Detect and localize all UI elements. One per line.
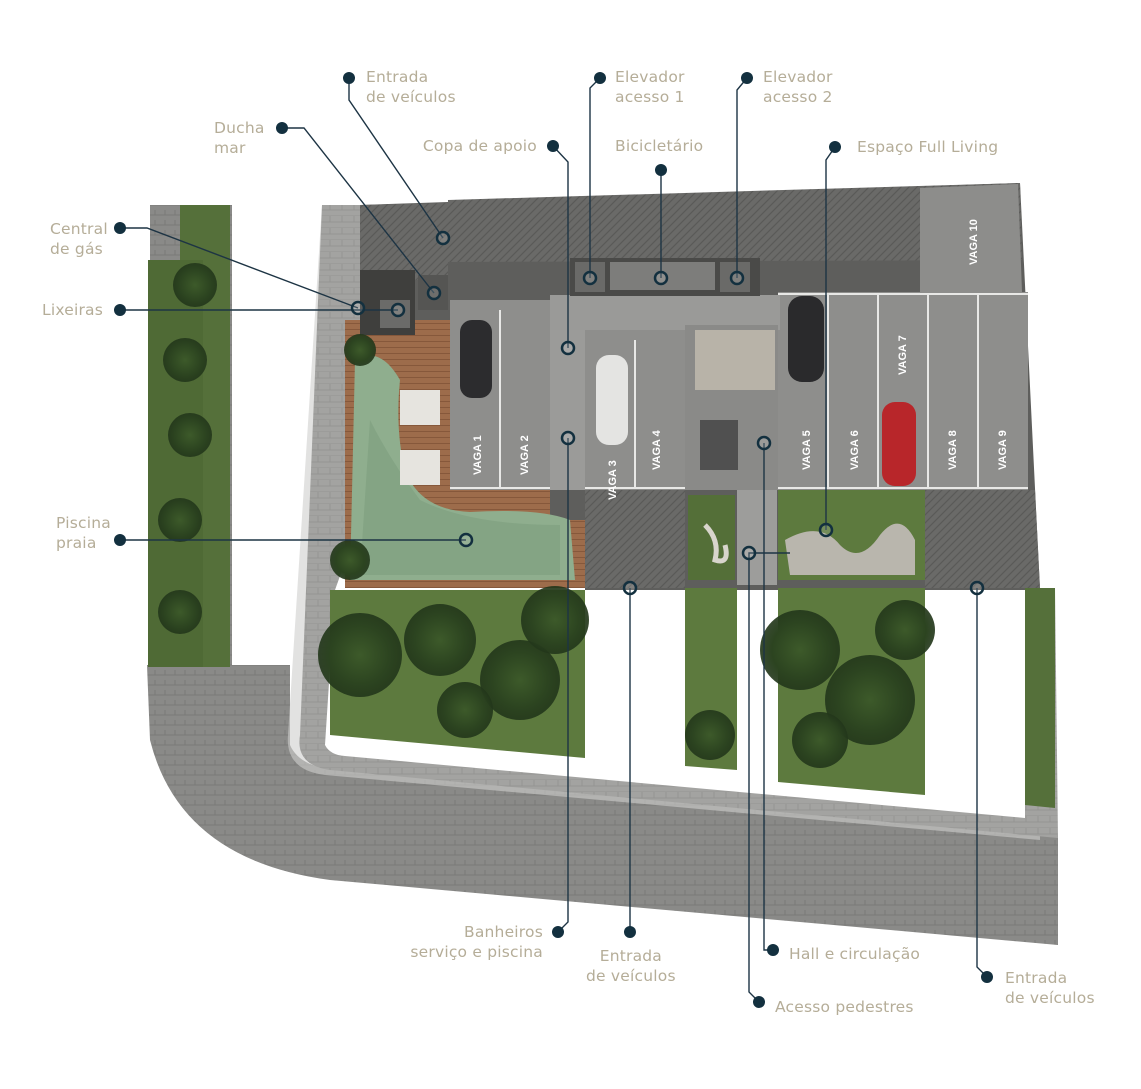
- label-dot: [829, 141, 841, 153]
- label-dot: [594, 72, 606, 84]
- label-central-de-gas: Central de gás: [50, 220, 108, 258]
- marker-ring: [350, 300, 366, 316]
- parking-spot-label: VAGA 4: [651, 429, 663, 470]
- label-entrada-veiculos-top: Entrada de veículos: [366, 68, 456, 106]
- label-dot: [276, 122, 288, 134]
- label-dot: [114, 222, 126, 234]
- label-dot: [552, 926, 564, 938]
- label-espaco-full-living: Espaço Full Living: [857, 138, 999, 156]
- marker-ring: [390, 302, 406, 318]
- label-banheiros: Banheiros serviço e piscina: [410, 923, 543, 961]
- marker-ring: [622, 580, 638, 596]
- label-acesso-pedestres: Acesso pedestres: [775, 998, 914, 1016]
- marker-ring: [560, 340, 576, 356]
- label-dot: [655, 164, 667, 176]
- leader-line: [120, 227, 359, 309]
- parking-spot-label: VAGA 5: [801, 430, 813, 470]
- leader-line: [748, 552, 790, 1003]
- marker-ring: [560, 430, 576, 446]
- parking-spot-label: VAGA 3: [607, 460, 619, 500]
- label-dot: [114, 534, 126, 546]
- label-elevador-acesso-1: Elevador acesso 1: [615, 68, 685, 106]
- leader-line: [282, 127, 435, 294]
- parking-spot-label: VAGA 2: [519, 435, 531, 475]
- marker-ring: [426, 285, 442, 301]
- marker-ring: [653, 270, 669, 286]
- marker-ring: [818, 522, 834, 538]
- trees: [158, 263, 935, 768]
- label-dot: [343, 72, 355, 84]
- label-dot: [753, 996, 765, 1008]
- label-dot: [114, 304, 126, 316]
- parking-spot-labels: VAGA 1 VAGA 2 VAGA 3 VAGA 4 VAGA 5 VAGA …: [472, 219, 1009, 500]
- label-dot: [981, 971, 993, 983]
- marker-ring: [435, 230, 451, 246]
- marker-ring: [756, 435, 772, 451]
- label-bicicletario: Bicicletário: [615, 137, 704, 155]
- marker-ring: [582, 270, 598, 286]
- parking-spot-label: VAGA 6: [849, 430, 861, 470]
- leader-line: [348, 78, 444, 239]
- leader-line: [552, 145, 569, 348]
- label-elevador-acesso-2: Elevador acesso 2: [763, 68, 833, 106]
- label-entrada-veiculos-right: Entrada de veículos: [1005, 969, 1095, 1007]
- label-entrada-veiculos-bottom: Entrada de veículos: [586, 947, 676, 985]
- parking-spot-label: VAGA 10: [968, 219, 980, 265]
- parking-spot-label: VAGA 9: [997, 430, 1009, 470]
- building-core: [550, 258, 778, 585]
- pool-area: [345, 320, 585, 588]
- label-piscina-praia: Piscina praia: [56, 514, 111, 552]
- marker-ring: [741, 545, 757, 561]
- cars: [460, 296, 916, 486]
- marker-ring: [969, 580, 985, 596]
- label-ducha-mar: Ducha mar: [214, 119, 265, 157]
- label-dot: [767, 944, 779, 956]
- label-copa-de-apoio: Copa de apoio: [422, 137, 537, 155]
- marker-ring: [458, 532, 474, 548]
- marker-ring: [729, 270, 745, 286]
- label-dot: [624, 926, 636, 938]
- label-hall-e-circulacao: Hall e circulação: [789, 945, 921, 963]
- label-lixeiras: Lixeiras: [42, 301, 104, 319]
- label-dot: [547, 140, 559, 152]
- parking-spot-label: VAGA 1: [472, 435, 484, 475]
- label-dots: [114, 72, 993, 1008]
- marker-rings: [350, 230, 985, 596]
- parking-spot-label: VAGA 7: [897, 335, 909, 375]
- parking-spot-label: VAGA 8: [947, 430, 959, 470]
- label-dot: [741, 72, 753, 84]
